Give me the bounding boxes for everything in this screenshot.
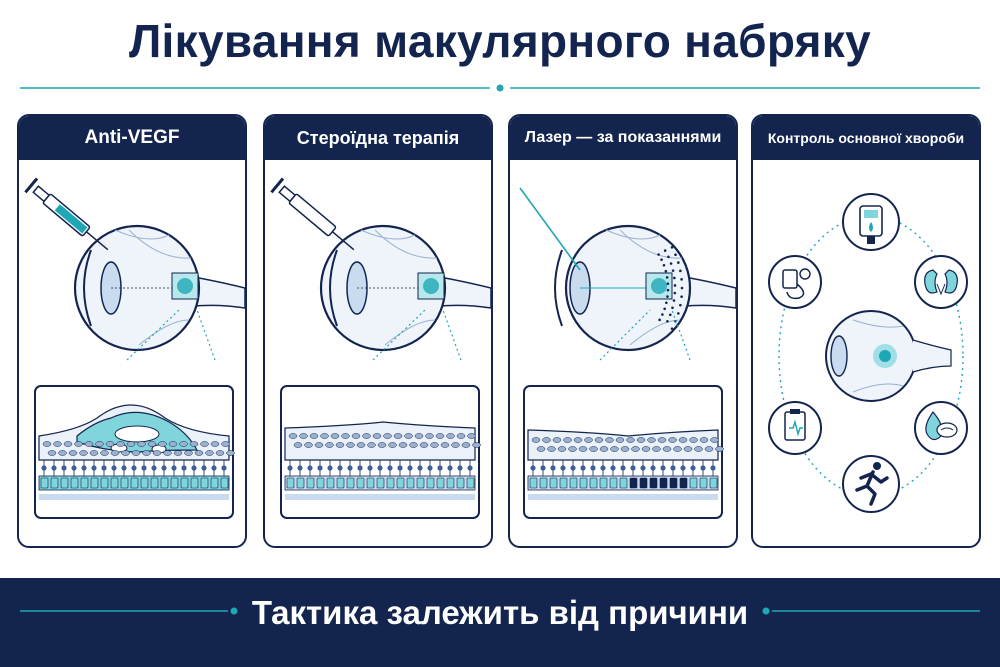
retina-cross-section bbox=[280, 385, 481, 519]
panel-steroid-therapy: Стероїдна терапія bbox=[263, 114, 493, 548]
retina-cross-section bbox=[523, 385, 724, 519]
footer-banner: Тактика залежить від причини bbox=[0, 578, 1000, 667]
running-person-icon bbox=[842, 455, 900, 513]
panel-disease-control: Контроль основної хвороби bbox=[751, 114, 981, 548]
footer-divider bbox=[20, 607, 980, 615]
eye-diagram bbox=[554, 224, 736, 352]
title-divider bbox=[20, 84, 980, 92]
disease-control-illustration bbox=[768, 193, 968, 513]
panel-laser: Лазер — за показаннями bbox=[508, 114, 738, 548]
glucometer-icon bbox=[842, 193, 900, 251]
syringe-icon bbox=[270, 177, 355, 251]
blood-pressure-icon bbox=[768, 255, 822, 309]
eye-icon bbox=[825, 310, 952, 402]
footer-tagline: Тактика залежить від причини bbox=[251, 594, 749, 631]
panel-heading-anti-vegf: Anti-VEGF bbox=[19, 116, 245, 160]
steroid-illustration bbox=[270, 177, 491, 519]
page-title: Лікування макулярного набряку bbox=[128, 15, 871, 67]
anti-vegf-illustration bbox=[24, 177, 245, 519]
laser-beam bbox=[519, 187, 581, 271]
panel-heading-laser: Лазер — за показаннями bbox=[510, 116, 736, 160]
lipid-drop-icon bbox=[914, 401, 968, 455]
syringe-icon bbox=[24, 177, 109, 251]
cardiogram-clipboard-icon bbox=[768, 401, 822, 455]
panel-anti-vegf: Anti-VEGF bbox=[17, 114, 247, 548]
retina-cross-section bbox=[34, 385, 235, 519]
eye-diagram bbox=[73, 224, 245, 352]
eye-diagram bbox=[319, 224, 491, 352]
panel-heading-steroid: Стероїдна терапія bbox=[265, 116, 491, 160]
kidneys-icon bbox=[914, 255, 968, 309]
panel-heading-disease-control: Контроль основної хвороби bbox=[753, 116, 979, 160]
laser-illustration bbox=[519, 187, 736, 519]
